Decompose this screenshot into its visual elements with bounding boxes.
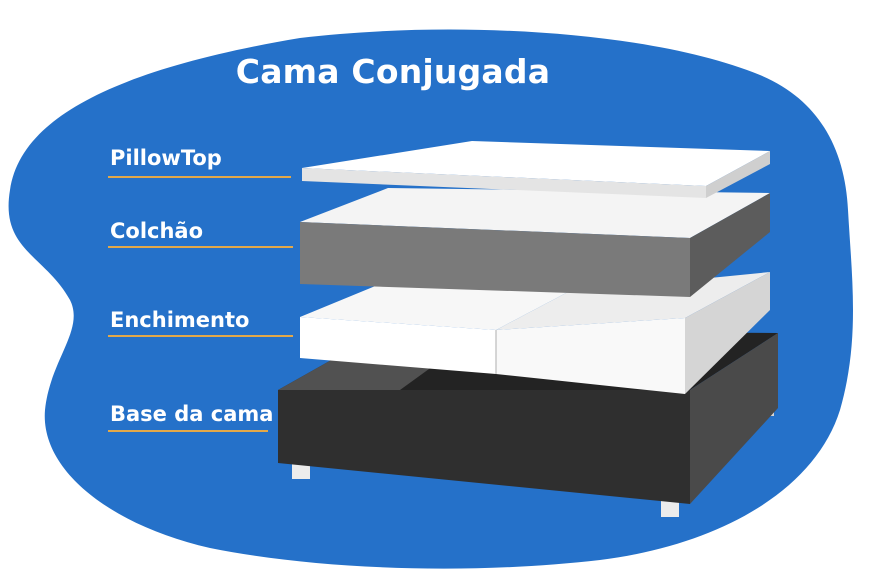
base-front bbox=[278, 390, 690, 504]
bed-leg-left bbox=[292, 462, 310, 479]
pillowtop-top bbox=[302, 141, 770, 186]
pillowtop-front bbox=[302, 168, 706, 198]
foam-front-left bbox=[300, 317, 496, 374]
bed-leg-right bbox=[661, 500, 679, 517]
label-underline-base bbox=[108, 430, 268, 432]
foam-top-left bbox=[300, 282, 568, 330]
mattress-side bbox=[690, 193, 770, 297]
label-underline-enchimento bbox=[108, 335, 293, 337]
label-underline-pillowtop bbox=[108, 176, 291, 178]
pillowtop-side bbox=[706, 151, 770, 198]
base-side bbox=[690, 333, 778, 504]
label-colchao: Colchão bbox=[110, 219, 204, 243]
mattress-top bbox=[300, 188, 770, 238]
label-underline-colchao bbox=[108, 246, 293, 248]
label-enchimento: Enchimento bbox=[110, 308, 250, 332]
foam-front-right bbox=[496, 318, 685, 394]
mattress-front bbox=[300, 222, 690, 297]
label-base-da-cama: Base da cama bbox=[110, 402, 274, 426]
label-pillowtop: PillowTop bbox=[110, 146, 222, 170]
foam-side bbox=[685, 272, 770, 394]
diagram-title: Cama Conjugada bbox=[235, 52, 551, 91]
